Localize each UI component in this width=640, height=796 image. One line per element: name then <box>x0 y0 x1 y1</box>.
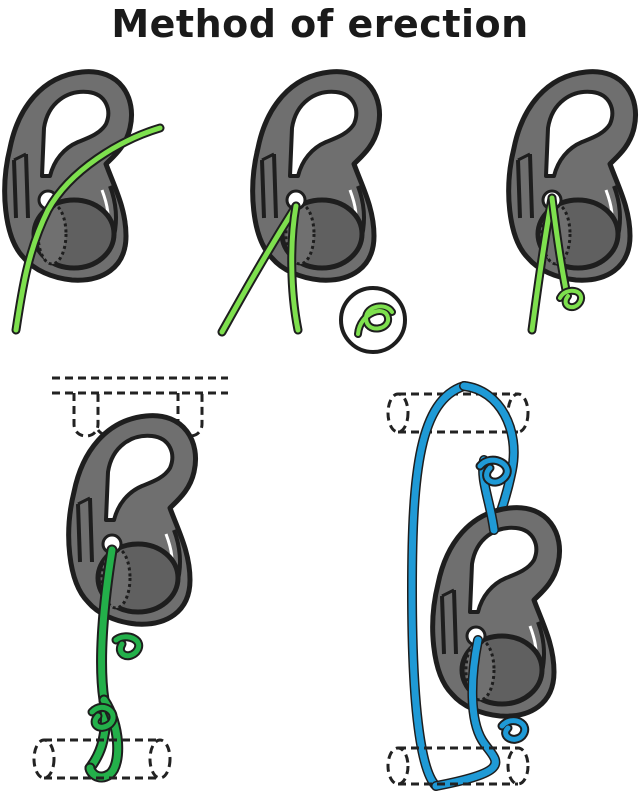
step-4-rail-mount-illustration <box>32 376 228 783</box>
step-5-blue-loop-illustration <box>386 381 560 791</box>
knot-detail-inset <box>339 286 407 354</box>
diagram-title: Method of erection <box>111 2 529 46</box>
step-2-knot-illustration <box>217 72 407 354</box>
step-3-knotted-illustration <box>509 72 636 335</box>
step-1-threading-illustration <box>5 72 165 335</box>
